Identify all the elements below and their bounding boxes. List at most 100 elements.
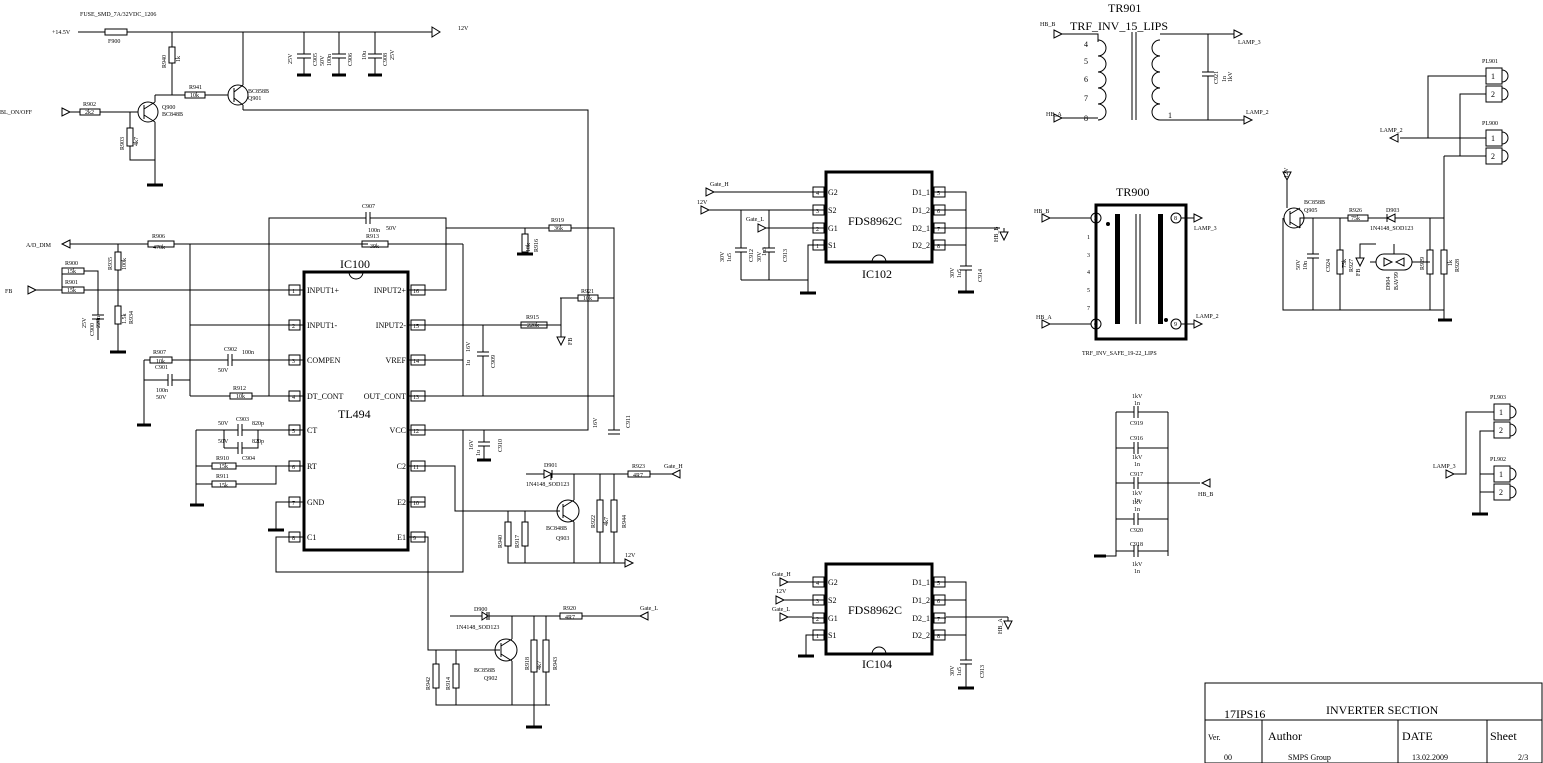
svg-text:HB_B: HB_B (994, 227, 1000, 242)
svg-text:220n: 220n (96, 316, 102, 328)
ic100-pin-name: E2 (397, 498, 406, 507)
svg-text:13.02.2009: 13.02.2009 (1412, 753, 1448, 762)
ic102-pin-name: D2_2 (912, 241, 930, 250)
ic102-pin-8 (933, 239, 946, 251)
connector-ref: PL902 (1490, 457, 1506, 463)
svg-text:R917: R917 (515, 535, 521, 548)
ic100-pin-number: 13 (413, 395, 419, 401)
ic102-pin-7 (933, 222, 946, 234)
ic100-pin-name: GND (307, 498, 325, 507)
ic102-pin-name: S1 (828, 241, 836, 250)
svg-text:Author: Author (1268, 729, 1302, 743)
svg-text:10k: 10k (526, 243, 532, 252)
svg-text:C907: C907 (362, 204, 375, 210)
title-block: 17IPS16 INVERTER SECTION Ver. 00 Author … (1204, 682, 1543, 763)
svg-text:C912: C912 (749, 249, 755, 262)
ic102-pin-name: D2_1 (912, 224, 930, 233)
section-title: INVERTER SECTION (1326, 703, 1439, 717)
svg-text:15k: 15k (67, 269, 76, 275)
svg-text:75k: 75k (1342, 259, 1348, 268)
ic100-name: TL494 (338, 407, 371, 421)
svg-text:Q905: Q905 (1304, 208, 1317, 214)
ic100-pin-name: INPUT2- (376, 321, 407, 330)
svg-text:Gate_H: Gate_H (772, 572, 791, 578)
svg-text:R944: R944 (622, 515, 628, 528)
connector-pin-number: 2 (1491, 152, 1495, 161)
capacitor-bank-voltage: 1kV (1132, 491, 1143, 497)
svg-text:8: 8 (1174, 216, 1177, 222)
svg-text:C909: C909 (491, 355, 497, 368)
ic100-pin-name: RT (307, 462, 317, 471)
svg-text:C911: C911 (626, 415, 632, 428)
ic104-body (824, 562, 934, 656)
ic100-tl494-body (302, 270, 410, 552)
svg-text:C906: C906 (348, 53, 354, 66)
ic104-pin-name: S2 (828, 596, 836, 605)
ic104-pin-name: D1_2 (912, 596, 930, 605)
transistor-q900 (137, 101, 159, 123)
svg-text:R918: R918 (525, 657, 531, 670)
ic100-pin-name: INPUT2+ (374, 286, 407, 295)
svg-text:16V: 16V (593, 417, 599, 428)
resistor-r915 (520, 321, 548, 329)
ic102-pin-number: 8 (937, 244, 940, 250)
svg-text:4k7: 4k7 (537, 661, 543, 670)
fuse-label: FUSE_SMD_7A/32VDC_1206 (80, 12, 156, 18)
svg-text:BC848B: BC848B (162, 112, 183, 118)
svg-text:R902: R902 (83, 102, 96, 108)
svg-text:R940: R940 (162, 55, 168, 68)
svg-text:R911: R911 (216, 474, 229, 480)
svg-text:39k: 39k (370, 244, 379, 250)
svg-text:4R7: 4R7 (565, 615, 575, 621)
ic102-pin-name: G1 (828, 224, 838, 233)
svg-text:R941: R941 (189, 85, 202, 91)
svg-text:R920: R920 (563, 606, 576, 612)
svg-text:R923: R923 (632, 464, 645, 470)
connector-pin-number: 2 (1499, 488, 1503, 497)
resistor-r944 (610, 499, 618, 533)
svg-text:BC858B: BC858B (1304, 200, 1325, 206)
svg-text:DATE: DATE (1402, 729, 1433, 743)
net-12v-arrow (431, 26, 441, 38)
svg-text:Q901: Q901 (248, 96, 261, 102)
ic100-pin-number: 11 (413, 465, 419, 471)
svg-text:1.5k: 1.5k (122, 314, 128, 325)
svg-text:50V: 50V (320, 55, 326, 66)
gate-driver-low: D900 1N4148_SOD123 R920 4R7 Gate_L BC858… (425, 536, 658, 729)
cap-bank-items: C9191kV1nC9161kV1nC9171kV1nC9201kV1nC918… (1116, 394, 1168, 575)
svg-text:R927: R927 (1349, 259, 1355, 272)
ic100-pin-number: 1 (292, 289, 295, 295)
svg-text:HB_A: HB_A (998, 618, 1004, 634)
svg-text:470k: 470k (153, 245, 165, 251)
svg-text:R903: R903 (120, 137, 126, 150)
connector-pin-number: 1 (1499, 470, 1503, 479)
svg-text:10k: 10k (236, 394, 245, 400)
ic104-pin-4 (812, 576, 825, 588)
svg-text:R942: R942 (426, 677, 432, 690)
ic104-pin-name: G2 (828, 578, 838, 587)
ic100-pin-number: 12 (413, 429, 419, 435)
svg-text:50V: 50V (156, 395, 167, 401)
tr901-ref: TR901 (1108, 1, 1141, 15)
ic102-pin-number: 4 (816, 191, 819, 197)
svg-text:R943: R943 (553, 657, 559, 670)
ic102-pin-1 (812, 239, 825, 251)
diode-d904 (1375, 253, 1413, 271)
svg-text:50V: 50V (1296, 259, 1302, 270)
resistor-r940-b (504, 521, 512, 547)
svg-text:D903: D903 (1386, 208, 1399, 214)
power-switch-section: FUSE_SMD_7A/32VDC_1206 +14.5V F900 12V R… (0, 12, 589, 431)
svg-text:1u: 1u (476, 450, 482, 456)
capacitor-bank-value: 1n (1134, 569, 1140, 575)
svg-text:R900: R900 (65, 261, 78, 267)
svg-text:16V: 16V (466, 341, 472, 352)
svg-text:00: 00 (1224, 753, 1232, 762)
svg-text:R915: R915 (526, 315, 539, 321)
ic102-pin-4 (812, 186, 825, 198)
ic100-pin-6 (288, 460, 301, 472)
svg-text:9: 9 (1174, 322, 1177, 328)
svg-text:BAV99: BAV99 (1394, 272, 1400, 290)
ic100-pin-name: E1 (397, 533, 406, 542)
ic100-pin-number: 9 (413, 536, 416, 542)
